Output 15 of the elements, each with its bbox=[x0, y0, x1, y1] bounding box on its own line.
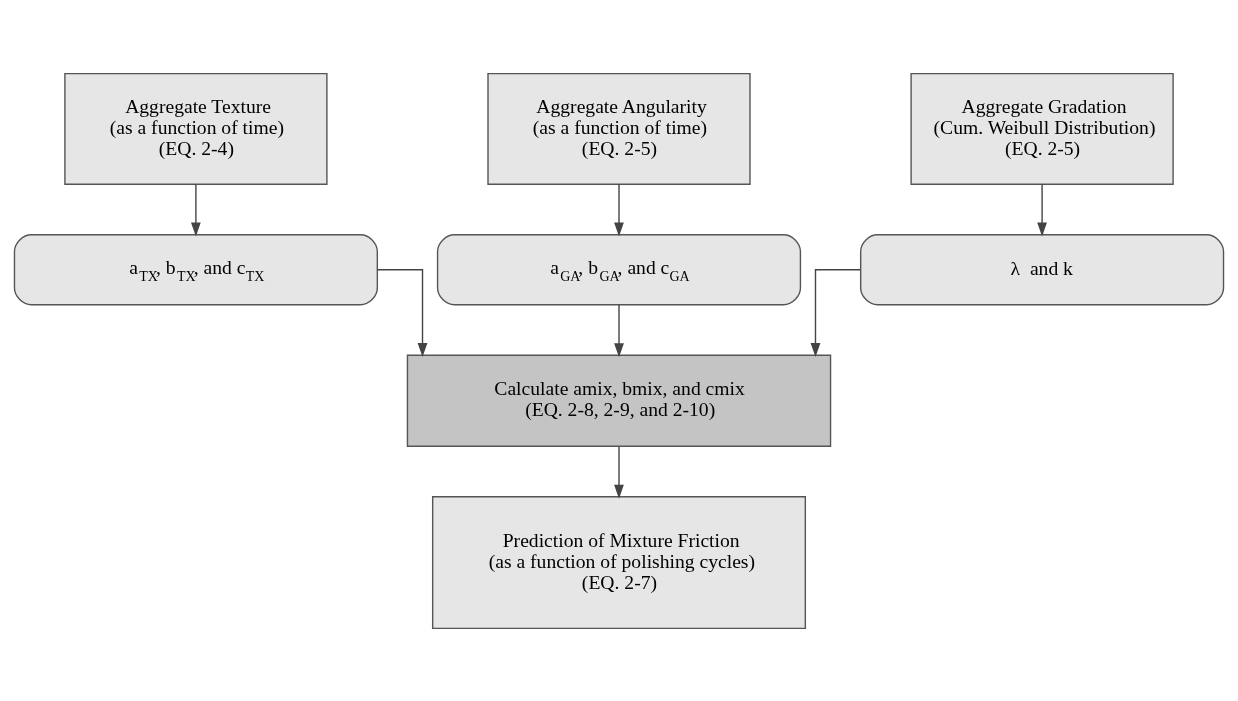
arrow bbox=[614, 303, 624, 357]
arrow bbox=[810, 268, 861, 357]
arrow bbox=[614, 445, 624, 499]
node-box: Calculate amix, bmix, and cmix (EQ. 2-8, 2-9, and 2-10) bbox=[406, 354, 832, 447]
arrow bbox=[1037, 183, 1047, 236]
arrow bbox=[377, 268, 428, 357]
node-box: Aggregate Angularity (as a function of time) (EQ. 2-5) bbox=[487, 72, 751, 185]
node-box: Aggregate Gradation (Cum. Weibull Distribution) (EQ. 2-5) bbox=[910, 72, 1174, 185]
node-box: Aggregate Texture (as a function of time) (EQ. 2-4) bbox=[64, 72, 328, 185]
node-box: a$_{GA}$, b$_{GA}$, and c$_{GA}$ bbox=[436, 233, 802, 305]
node-box: λ and k bbox=[859, 233, 1225, 305]
arrow bbox=[191, 183, 201, 236]
node-box: Prediction of Mixture Friction (as a function of polishing cycles) (EQ. 2-7) bbox=[431, 495, 807, 629]
arrow bbox=[614, 183, 624, 236]
node-box: a$_{TX}$, b$_{TX}$, and c$_{TX}$ bbox=[13, 233, 379, 305]
